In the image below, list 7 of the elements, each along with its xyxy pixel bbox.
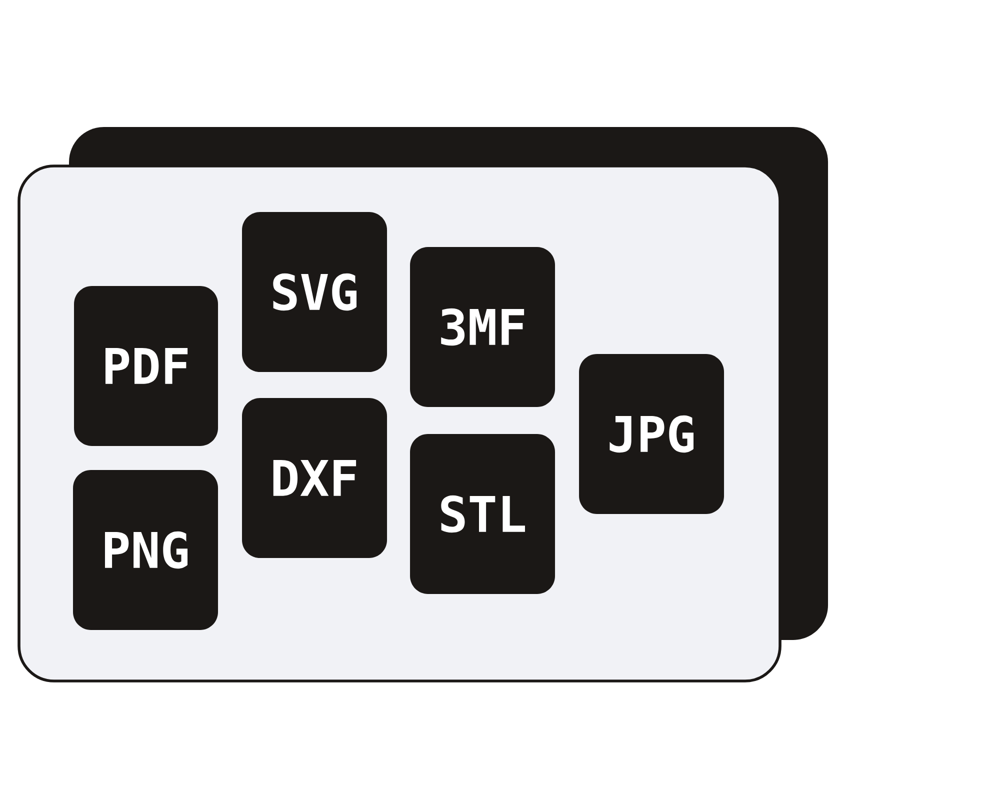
format-tile: JPG [579,354,724,514]
format-tile: DXF [242,398,388,558]
format-tile: PNG [73,470,218,630]
format-tile: 3MF [410,247,556,407]
format-tile: SVG [242,212,388,372]
format-tile: PDF [74,286,218,446]
format-tile: STL [410,434,556,594]
